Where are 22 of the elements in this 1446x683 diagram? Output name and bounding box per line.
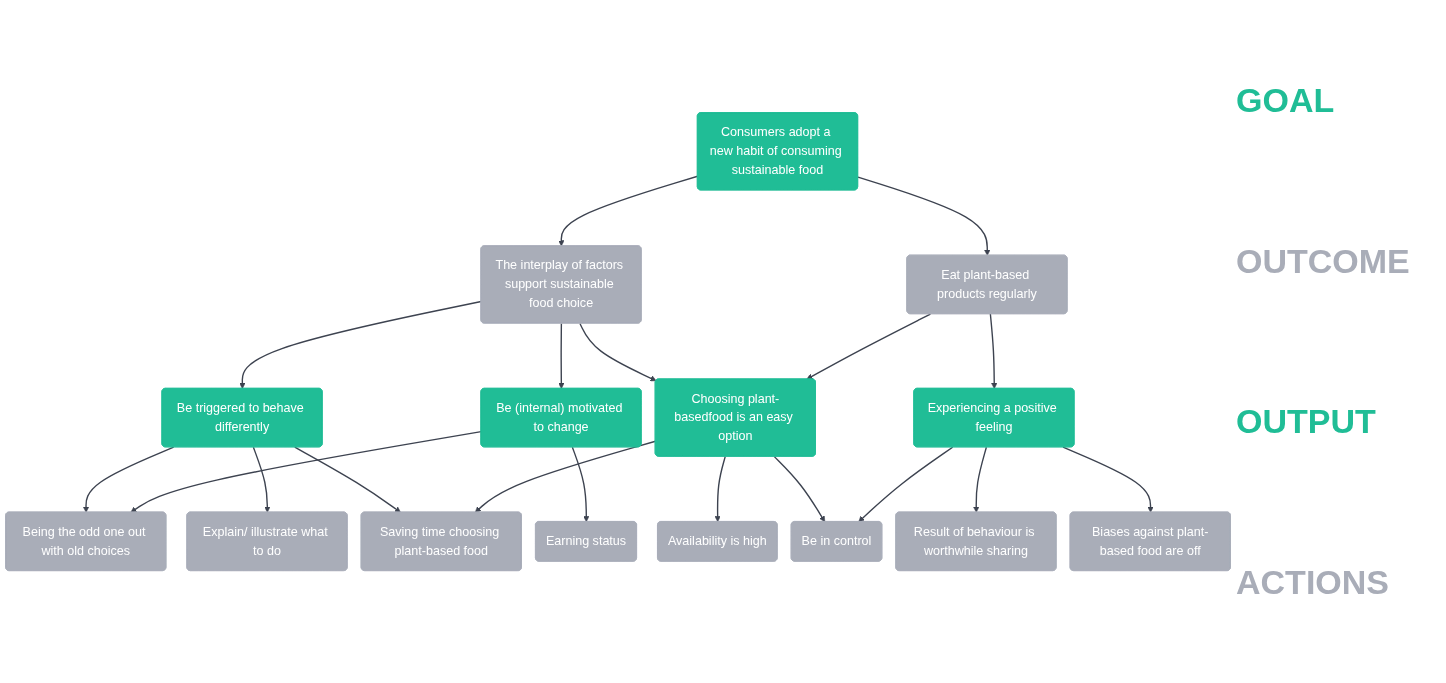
arrow	[1062, 446, 1154, 513]
arrow	[714, 455, 726, 522]
arrow	[558, 175, 699, 247]
arrow	[989, 313, 998, 389]
arrow	[858, 446, 954, 522]
arrow	[806, 313, 932, 380]
arrow	[474, 440, 657, 513]
level-label: OUTPUT	[1236, 402, 1377, 442]
arrow	[252, 446, 271, 513]
level-label: GOAL	[1236, 80, 1336, 120]
arrow	[239, 300, 482, 389]
arrow	[294, 446, 401, 513]
arrow	[82, 446, 175, 513]
arrow	[773, 455, 826, 522]
arrow	[973, 446, 988, 513]
level-label: ACTIONS	[1236, 563, 1390, 603]
level-label: OUTCOME	[1236, 241, 1411, 281]
arrow	[558, 322, 565, 389]
arrow	[857, 176, 991, 256]
arrow	[571, 446, 590, 522]
arrow	[130, 430, 482, 513]
arrow	[579, 322, 657, 382]
